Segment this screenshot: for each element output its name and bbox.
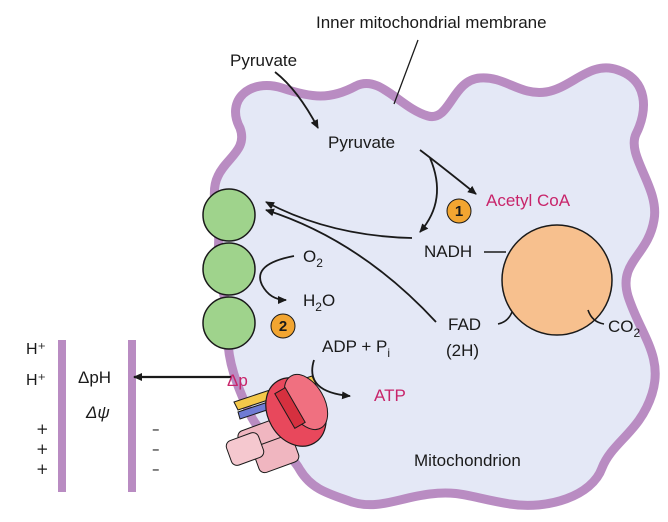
charge-minus-1: –: [152, 420, 160, 438]
membrane-leader-line: [393, 39, 419, 105]
h2o-label: H2O: [303, 291, 335, 314]
charge-minus-2: –: [152, 440, 160, 458]
gradient-bar-right: [128, 340, 136, 492]
charge-minus-3: –: [152, 460, 160, 478]
fad-2h-label: (2H): [446, 341, 479, 360]
arrow-fad-to-chain: [265, 208, 437, 323]
co2-label: CO2: [608, 317, 641, 340]
charge-plus-1: +: [36, 420, 49, 438]
etc-complex-bottom: [202, 296, 256, 350]
step-2-label: 2: [279, 318, 287, 335]
step-1-label: 1: [455, 203, 463, 220]
nadh-label: NADH: [424, 242, 472, 261]
inner-membrane: [209, 63, 660, 510]
atp-label: ATP: [374, 386, 406, 405]
atp-synthase: [225, 374, 329, 474]
inner-membrane-label: Inner mitochondrial membrane: [316, 13, 547, 32]
proton-label-1: H⁺: [26, 341, 46, 358]
arrow-pyruvate-to-nadh: [419, 157, 438, 233]
etc-complex-middle: [202, 242, 256, 296]
arrow-o2-to-h2o: [259, 255, 295, 304]
charge-plus-3: +: [36, 460, 49, 478]
arrow-pyruvate-to-acetylcoa: [419, 149, 477, 195]
o2-label: O2: [303, 247, 323, 270]
tca-cycle-circle: [501, 224, 613, 336]
arrow-adp-to-atp: [311, 359, 351, 400]
proton-label-2: H⁺: [26, 372, 46, 389]
fad-label: FAD: [448, 315, 481, 334]
pyruvate-outside-label: Pyruvate: [230, 51, 297, 70]
adp-pi-label: ADP + Pi: [322, 337, 390, 360]
arrow-pyruvate-in: [274, 71, 319, 129]
line-tca-to-co2: [587, 309, 605, 325]
gradient-bar-left: [58, 340, 66, 492]
delta-ph-label: ΔpH: [78, 368, 111, 387]
charge-plus-2: +: [36, 440, 49, 458]
step-2-badge: [270, 313, 296, 339]
step-1-badge: [446, 198, 472, 224]
etc-complex-top: [202, 188, 256, 242]
mitochondrion-label: Mitochondrion: [414, 451, 521, 470]
arrow-nadh-to-chain: [265, 201, 413, 239]
delta-psi-label: Δψ: [85, 403, 110, 422]
line-tca-to-fad: [497, 311, 513, 325]
acetyl-coa-label: Acetyl CoA: [486, 191, 571, 210]
delta-p-label: Δp: [227, 371, 248, 390]
pyruvate-inside-label: Pyruvate: [328, 133, 395, 152]
